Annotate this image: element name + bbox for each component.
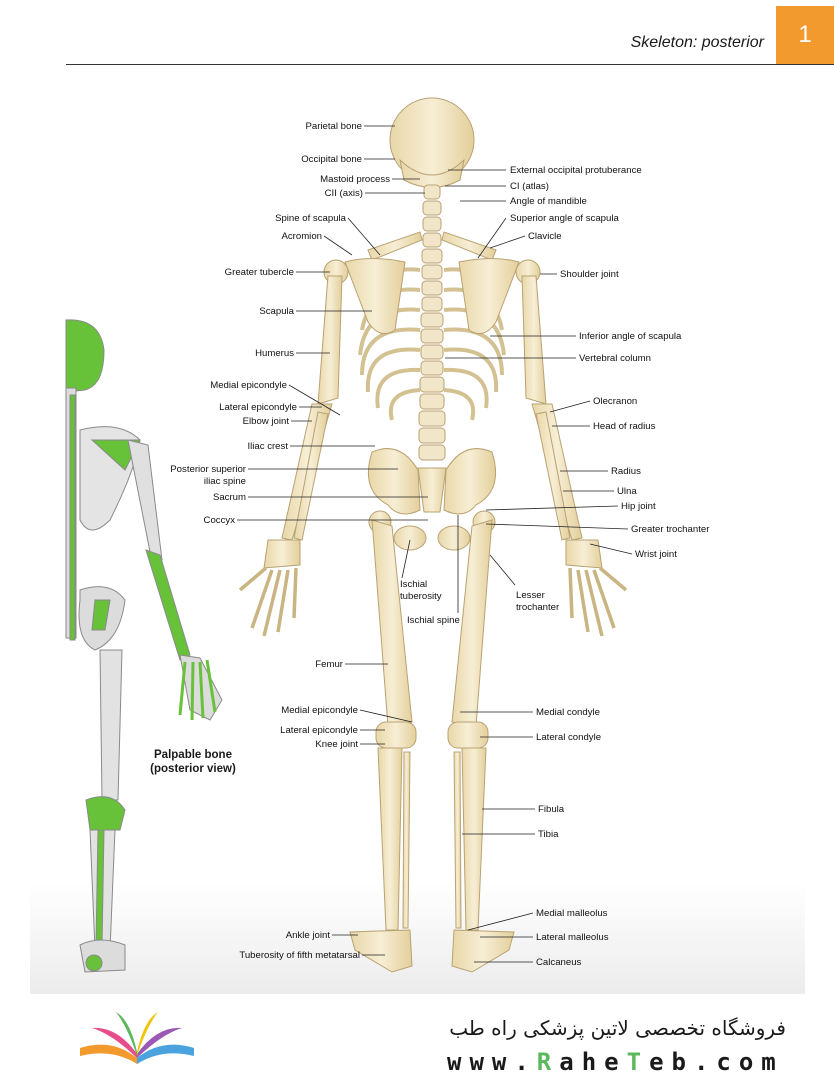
- label-shoulder-joint: Shoulder joint: [560, 269, 619, 280]
- label-cii-axis: CII (axis): [325, 188, 363, 199]
- label-inferior-angle-of-scapula: Inferior angle of scapula: [579, 331, 682, 342]
- leader-lines: [237, 125, 633, 963]
- label-iliac-crest: Iliac crest: [247, 441, 288, 452]
- label-medial-epicondyle-humerus: Medial epicondyle: [210, 380, 287, 391]
- label-greater-tubercle: Greater tubercle: [225, 267, 294, 278]
- caption-line-2: (posterior view): [150, 763, 236, 775]
- label-tuberosity-fifth-metatarsal: Tuberosity of fifth metatarsal: [239, 950, 360, 961]
- label-lateral-malleolus: Lateral malleolus: [536, 932, 609, 943]
- palpable-bone-figure: [65, 319, 223, 973]
- book-logo-icon: [80, 1012, 194, 1064]
- label-fibula: Fibula: [538, 804, 565, 815]
- label-vertebral-column: Vertebral column: [579, 353, 651, 364]
- label-spine-of-scapula: Spine of scapula: [275, 213, 347, 224]
- label-knee-joint: Knee joint: [315, 739, 358, 750]
- label-lateral-epicondyle-femur: Lateral epicondyle: [280, 725, 358, 736]
- url-part-e: eb.com: [649, 1048, 784, 1076]
- label-scapula: Scapula: [259, 306, 294, 317]
- label-ulna: Ulna: [617, 486, 637, 497]
- label-ci-atlas: CI (atlas): [510, 181, 549, 192]
- label-sacrum: Sacrum: [213, 492, 246, 503]
- header-rule: [66, 64, 834, 65]
- caption-line-1: Palpable bone: [154, 749, 232, 761]
- label-hip-joint: Hip joint: [621, 501, 656, 512]
- label-medial-epicondyle-femur: Medial epicondyle: [281, 705, 358, 716]
- label-superior-angle-of-scapula: Superior angle of scapula: [510, 213, 619, 224]
- label-humerus: Humerus: [255, 348, 294, 359]
- label-trochanter: trochanter: [516, 602, 560, 613]
- page-title: Skeleton: posterior: [630, 34, 764, 51]
- label-acromion: Acromion: [281, 231, 322, 242]
- url-part-d: T: [626, 1048, 650, 1076]
- label-tibia: Tibia: [538, 829, 559, 840]
- labels-right: External occipital protuberance CI (atla…: [510, 165, 710, 968]
- label-iliac-spine: iliac spine: [204, 476, 246, 487]
- page-number-badge: 1: [776, 6, 834, 64]
- label-ischial: Ischial: [400, 579, 427, 590]
- label-tuberosity: tuberosity: [400, 591, 442, 602]
- label-elbow-joint: Elbow joint: [243, 416, 290, 427]
- label-medial-malleolus: Medial malleolus: [536, 908, 608, 919]
- label-mastoid-process: Mastoid process: [320, 174, 390, 185]
- label-angle-of-mandible: Angle of mandible: [510, 196, 587, 207]
- label-external-occipital-protuberance: External occipital protuberance: [510, 165, 642, 176]
- label-femur: Femur: [315, 659, 344, 670]
- label-wrist-joint: Wrist joint: [635, 549, 677, 560]
- website-url-link[interactable]: www.RaheTeb.com: [447, 1048, 784, 1076]
- label-parietal-bone: Parietal bone: [305, 121, 362, 132]
- url-part-a: www.: [447, 1048, 537, 1076]
- skeleton-figure: [238, 97, 628, 973]
- label-olecranon: Olecranon: [593, 396, 637, 407]
- label-lesser: Lesser: [516, 590, 546, 601]
- labels-left: Parietal bone Occipital bone Mastoid pro…: [170, 121, 460, 961]
- label-posterior-superior: Posterior superior: [170, 464, 247, 475]
- label-occipital-bone: Occipital bone: [301, 154, 362, 165]
- label-radius: Radius: [611, 466, 641, 477]
- label-ankle-joint: Ankle joint: [286, 930, 331, 941]
- url-part-c: ahe: [559, 1048, 627, 1076]
- label-clavicle: Clavicle: [528, 231, 562, 242]
- shop-name-text: فروشگاه تخصصی لاتین پزشکی راه طب: [449, 1016, 786, 1040]
- label-coccyx: Coccyx: [204, 515, 236, 526]
- label-head-of-radius: Head of radius: [593, 421, 656, 432]
- label-calcaneus: Calcaneus: [536, 957, 582, 968]
- palpable-bone-caption: Palpable bone (posterior view): [138, 748, 248, 776]
- label-greater-trochanter: Greater trochanter: [631, 524, 710, 535]
- label-medial-condyle: Medial condyle: [536, 707, 600, 718]
- label-lateral-condyle: Lateral condyle: [536, 732, 601, 743]
- url-part-b: R: [536, 1048, 560, 1076]
- label-ischial-spine: Ischial spine: [407, 615, 460, 626]
- label-lateral-epicondyle-humerus: Lateral epicondyle: [219, 402, 297, 413]
